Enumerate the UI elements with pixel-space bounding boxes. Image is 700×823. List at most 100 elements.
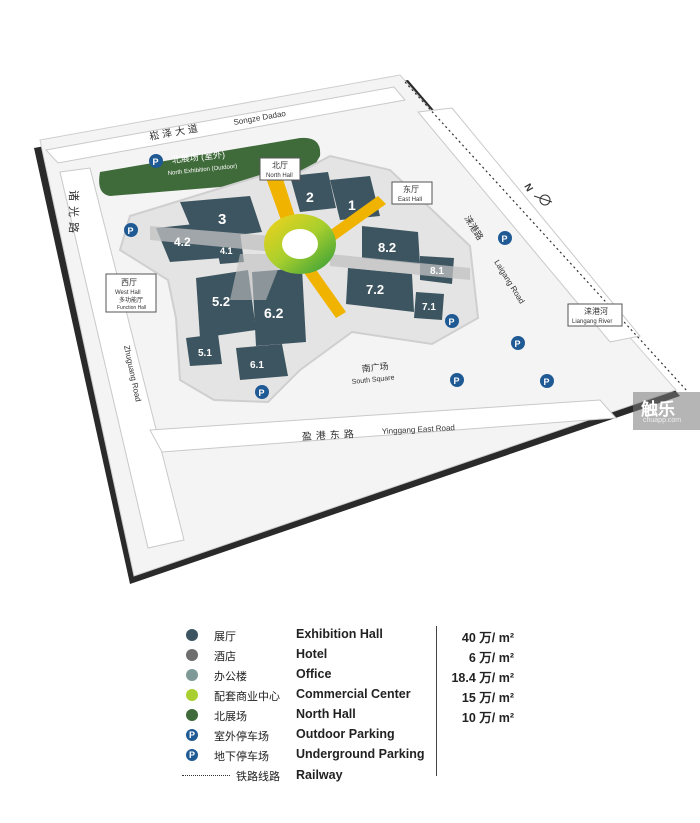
parking-letter: P: [128, 226, 134, 236]
hall-7-2: [346, 268, 414, 312]
railway-line-icon: [182, 775, 230, 776]
river-label-en: Liangang River: [572, 319, 612, 325]
underground-parking-icon: P: [186, 749, 198, 761]
hall-dot: [186, 629, 198, 641]
parking-letter: P: [544, 377, 550, 387]
parking-letter: P: [515, 339, 521, 349]
legend-en: Outdoor Parking: [296, 727, 395, 741]
outdoor-parking-icon: [498, 231, 512, 245]
hall-7-1: [414, 292, 444, 320]
corridor-ne: [322, 196, 386, 244]
legend-cn: 地下停车场: [214, 751, 269, 763]
underground-parking-icon: [124, 223, 138, 237]
east-hall-cn: 东厅: [403, 184, 419, 194]
north-hall-dot: [186, 709, 198, 721]
hall-label-8-2: 8.2: [378, 240, 396, 255]
road-east-band: [417, 107, 641, 343]
watermark-title: 触乐: [641, 400, 675, 419]
hall-label-4-1: 4.1: [220, 246, 233, 256]
hall-label-7-1: 7.1: [422, 302, 436, 313]
legend-row-north-hall: 北展场 North Hall 10 万/ m²: [182, 706, 542, 726]
venue-map: 3 4.2 4.1 2 1 8.2 8.1 7.2 7.1 5.2 5.1 6.…: [34, 74, 689, 584]
office-dot: [186, 669, 198, 681]
road-south-band: [149, 399, 618, 453]
hall-label-6-1: 6.1: [250, 360, 264, 371]
north-hall-tag: [259, 157, 301, 181]
compass-icon: [539, 194, 551, 206]
legend-area: 18.4 万/ m²: [451, 671, 514, 685]
compass-letter: N: [521, 182, 534, 194]
road-south-cn: 盈港东路: [301, 427, 358, 443]
outdoor-parking-icon: P: [186, 729, 198, 741]
east-hall-tag: [391, 181, 433, 205]
function-hall-en: Function Hall: [117, 305, 146, 311]
legend-en: Hotel: [296, 647, 328, 661]
hall-label-5-2: 5.2: [212, 294, 230, 309]
parking-letter: P: [502, 234, 508, 244]
hall-5-1: [186, 334, 222, 366]
legend-area: 10 万/ m²: [461, 711, 514, 725]
road-north-band: [45, 86, 406, 164]
legend-cn: 北展场: [214, 711, 247, 723]
parking-letter: P: [449, 317, 455, 327]
commercial-center-core: [282, 229, 318, 259]
legend-cn: 配套商业中心: [214, 691, 280, 703]
west-hall-en: West Hall: [115, 290, 141, 296]
hotel-dot: [186, 649, 198, 661]
hall-label-5-1: 5.1: [198, 348, 212, 359]
corridor-nw: [150, 226, 296, 254]
function-hall-cn: 多功能厅: [119, 296, 143, 304]
parking-letters: P P P P P P P: [128, 226, 550, 398]
legend-en: Exhibition Hall: [296, 627, 383, 641]
north-hall-cn: 北厅: [272, 161, 288, 170]
hall-2: [290, 172, 336, 212]
legend-en: Underground Parking: [296, 747, 425, 761]
east-hall-en: East Hall: [398, 197, 422, 203]
hall-label-6-2: 6.2: [264, 305, 284, 321]
road-south-en: Yinggang East Road: [382, 423, 455, 436]
outdoor-parking-icon: [511, 336, 525, 350]
compass-needle: [533, 195, 553, 203]
legend-cn: 展厅: [214, 631, 236, 643]
underground-parking-icon: [445, 314, 459, 328]
north-parking-icon: [149, 154, 163, 168]
commercial-dot: [186, 689, 198, 701]
legend-cn: 室外停车场: [214, 731, 269, 743]
hall-label-2: 2: [306, 189, 314, 205]
parking-letter: P: [454, 376, 460, 386]
outdoor-parking-icon: [540, 374, 554, 388]
legend-area: 40 万/ m²: [461, 631, 514, 645]
hall-label-7-2: 7.2: [366, 282, 384, 297]
legend: 展厅 Exhibition Hall 40 万/ m² 酒店 Hotel 6 万…: [182, 626, 542, 786]
legend-row-office: 办公楼 Office 18.4 万/ m²: [182, 666, 542, 686]
legend-row-commercial-center: 配套商业中心 Commercial Center 15 万/ m²: [182, 686, 542, 706]
legend-row-outdoor-parking: P 室外停车场 Outdoor Parking: [182, 726, 542, 746]
legend-en: Commercial Center: [296, 687, 411, 701]
underground-parking-icon: [450, 373, 464, 387]
legend-row-exhibition-hall: 展厅 Exhibition Hall 40 万/ m²: [182, 626, 542, 646]
hall-label-3: 3: [218, 211, 226, 228]
hall-label-4-2: 4.2: [174, 235, 191, 249]
legend-en: Office: [296, 667, 332, 681]
hall-label-8-1: 8.1: [430, 266, 444, 277]
underground-parking-icon: [255, 385, 269, 399]
legend-cn: 办公楼: [214, 671, 247, 683]
watermark-sub: chuapp.com: [643, 417, 682, 424]
legend-en: North Hall: [296, 707, 356, 721]
west-hall-cn: 西厅: [121, 278, 137, 287]
parking-icons: [124, 223, 554, 399]
legend-row-underground-parking: P 地下停车场 Underground Parking: [182, 746, 542, 766]
legend-area: 6 万/ m²: [468, 651, 514, 665]
corridor-se: [302, 264, 346, 318]
legend-row-hotel: 酒店 Hotel 6 万/ m²: [182, 646, 542, 666]
hall-label-1: 1: [348, 197, 356, 213]
legend-area: 15 万/ m²: [461, 691, 514, 705]
watermark: 触乐 chuapp.com: [633, 392, 700, 430]
hall-8-2: [362, 226, 420, 264]
legend-en: Railway: [296, 768, 343, 782]
legend-row-railway: 铁路线路 Railway: [182, 766, 542, 786]
west-hall-tag: [105, 273, 157, 313]
river-label-cn: 涞港河: [584, 306, 608, 316]
corridor-e: [330, 254, 470, 280]
river-label-box: [567, 303, 623, 327]
